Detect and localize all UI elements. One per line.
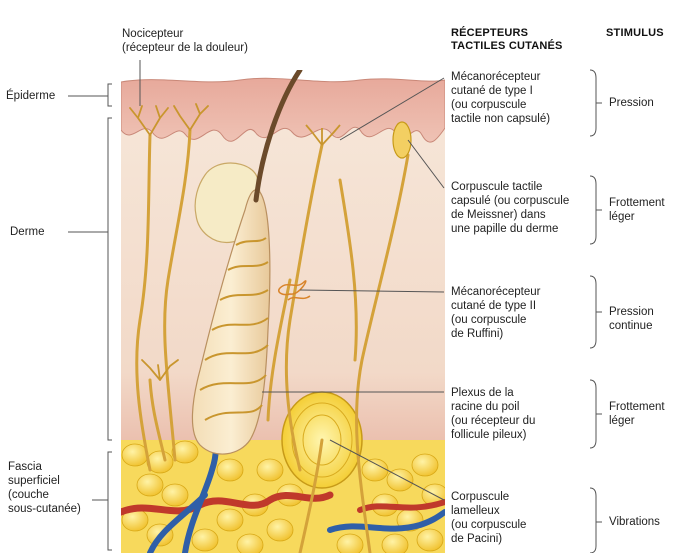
type-i-mechanoreceptor-label: Mécanorécepteur cutané de type I (ou cor…	[451, 70, 550, 126]
stimulus-light-touch: Frottement léger	[609, 196, 665, 224]
tissue-block	[121, 70, 448, 553]
fat-cell	[412, 454, 438, 476]
fat-cell	[137, 474, 163, 496]
fat-cell	[337, 534, 363, 553]
stimulus-pressure: Pression	[609, 96, 654, 110]
stimulus-vibrations: Vibrations	[609, 515, 660, 529]
fat-cell	[217, 459, 243, 481]
epidermis-label: Épiderme	[6, 89, 55, 103]
fat-cell	[257, 459, 283, 481]
fat-cell	[362, 459, 388, 481]
stimulus-sustained-pressure: Pression continue	[609, 305, 654, 333]
meissner-corpuscle-label: Corpuscule tactile capsulé (ou corpuscul…	[451, 180, 569, 236]
stimulus-light-touch-hair: Frottement léger	[609, 400, 665, 428]
pacinian-corpuscle-label: Corpuscule lamelleux (ou corpuscule de P…	[451, 490, 526, 546]
fat-cell	[267, 519, 293, 541]
fat-cell	[122, 444, 148, 466]
receptors-column-header: RÉCEPTEURS TACTILES CUTANÉS	[451, 27, 563, 53]
ruffini-corpuscle-label: Mécanorécepteur cutané de type II (ou co…	[451, 285, 541, 341]
fat-cell	[417, 529, 443, 551]
hair-root-plexus-label: Plexus de la racine du poil (ou récepteu…	[451, 386, 535, 442]
fat-cell	[217, 509, 243, 531]
fat-cell	[382, 534, 408, 553]
dermis-label: Derme	[10, 225, 45, 239]
fat-cell	[237, 534, 263, 553]
fat-cell	[192, 529, 218, 551]
stimulus-column-header: STIMULUS	[606, 27, 664, 40]
hypodermis-label: Fascia superficiel (couche sous-cutanée)	[8, 460, 81, 516]
fat-cell	[162, 484, 188, 506]
nociceptor-label: Nocicepteur (récepteur de la douleur)	[122, 27, 248, 55]
